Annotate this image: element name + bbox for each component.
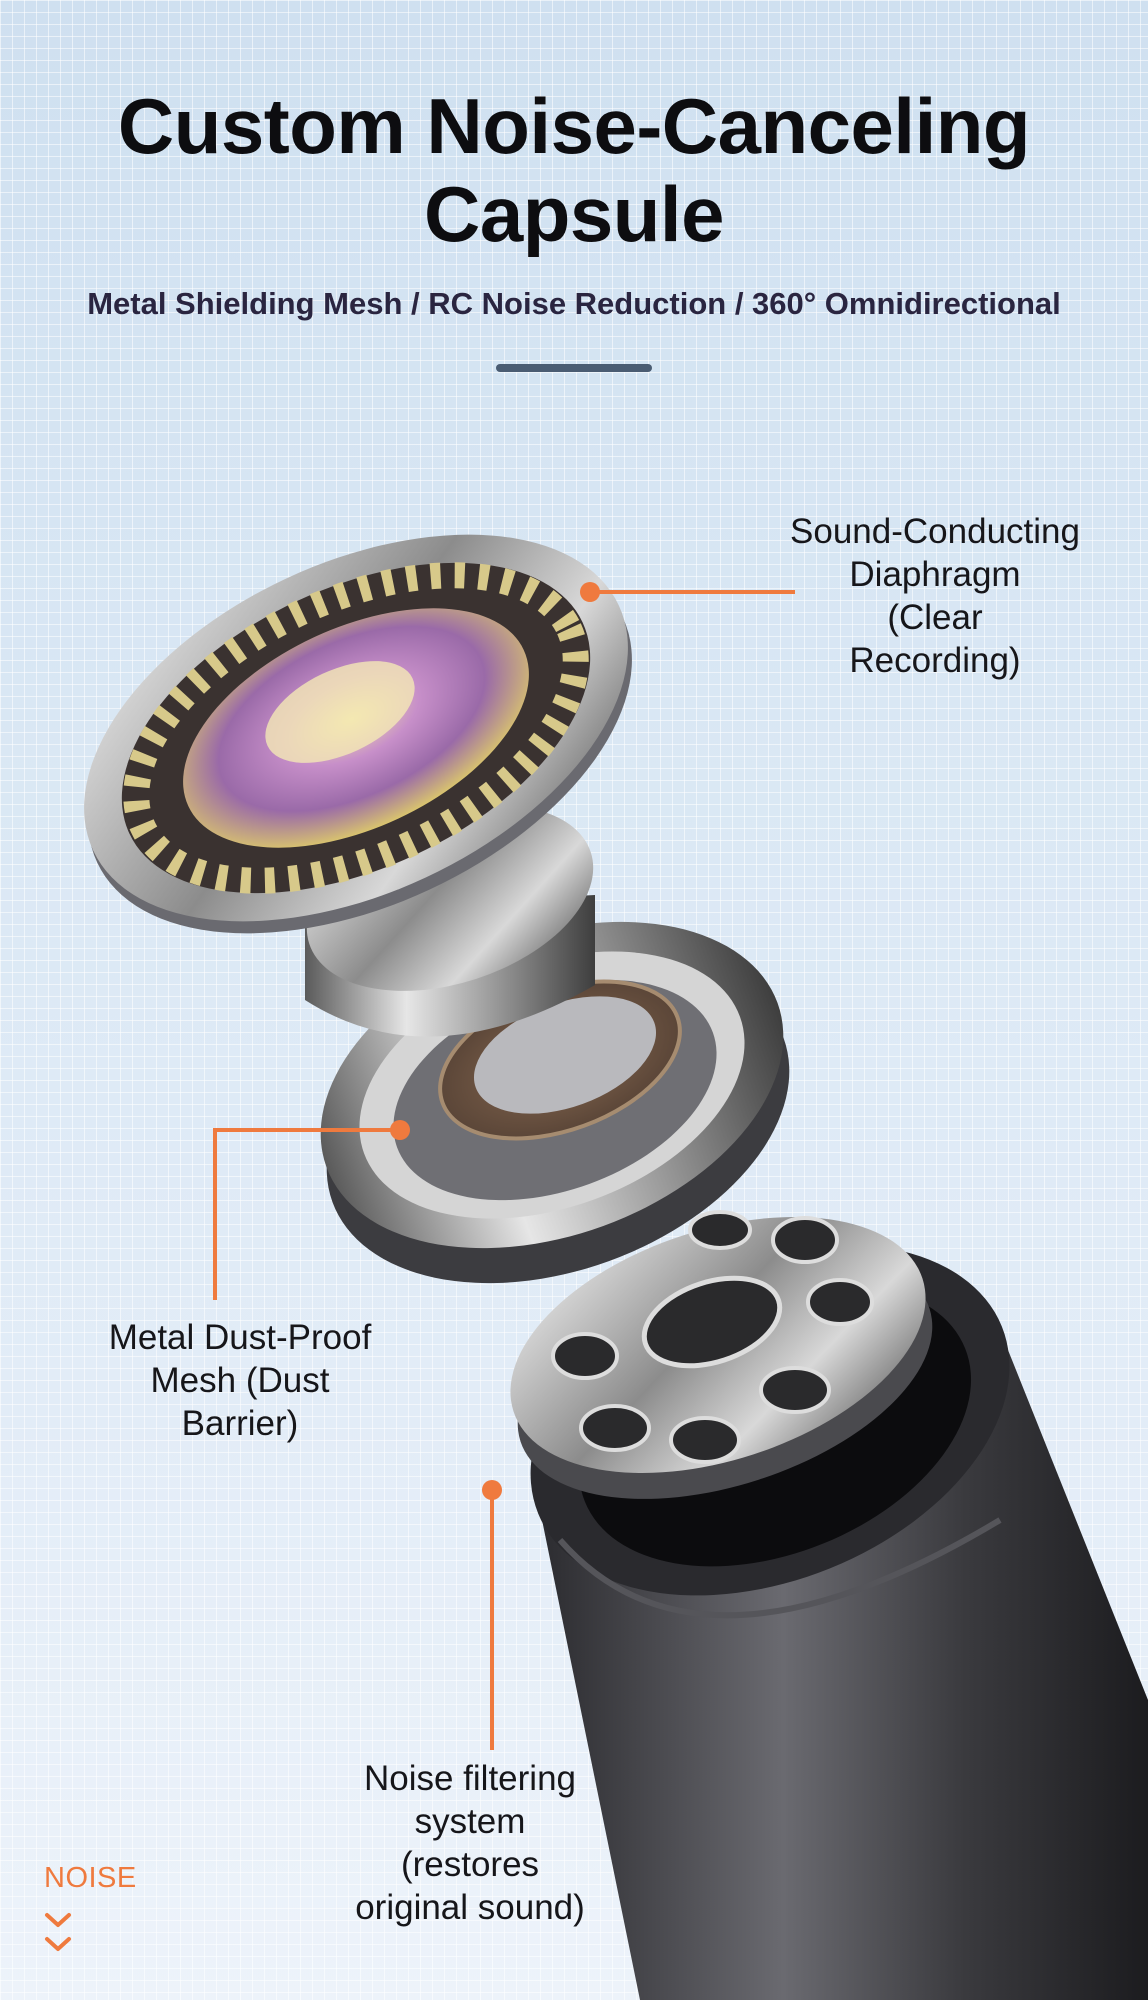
callout-mesh [213,1120,410,1300]
chevron-down-icon [45,1913,71,1927]
label-filter-line: Noise filtering [363,1759,577,1798]
label-diaphragm-line: Recording) [849,641,1021,680]
label-filter-line: original sound) [355,1888,585,1927]
page-title: Custom Noise-Canceling Capsule [0,82,1148,258]
title-line-2: Capsule [424,170,724,258]
title-line-1: Custom Noise-Canceling [117,82,1031,170]
perforated-filter-disk [510,1210,933,1499]
label-filter-line: system [414,1802,526,1841]
title-divider [496,364,652,372]
feature-subtitle: Metal Shielding Mesh / RC Noise Reductio… [87,286,1061,321]
label-diaphragm-line: (Clear [887,598,983,637]
label-mesh-line: Metal Dust-Proof [108,1318,372,1357]
label-filter-line: (restores [400,1845,540,1884]
label-diaphragm-line: Sound-Conducting [790,512,1080,551]
label-filter: Noise filtering system (restores origina… [320,1757,620,1929]
callout-diaphragm [580,582,795,602]
chevron-down-icon [45,1937,71,1951]
callout-filter [482,1480,502,1750]
label-diaphragm-line: Diaphragm [849,555,1021,594]
label-mesh-line: Barrier) [181,1404,299,1443]
label-mesh: Metal Dust-Proof Mesh (Dust Barrier) [80,1316,400,1445]
label-mesh-line: Mesh (Dust [150,1361,330,1400]
noise-tag: NOISE [44,1862,137,1894]
label-diaphragm: Sound-Conducting Diaphragm (Clear Record… [770,510,1100,682]
diaphragm-disk [84,534,632,934]
